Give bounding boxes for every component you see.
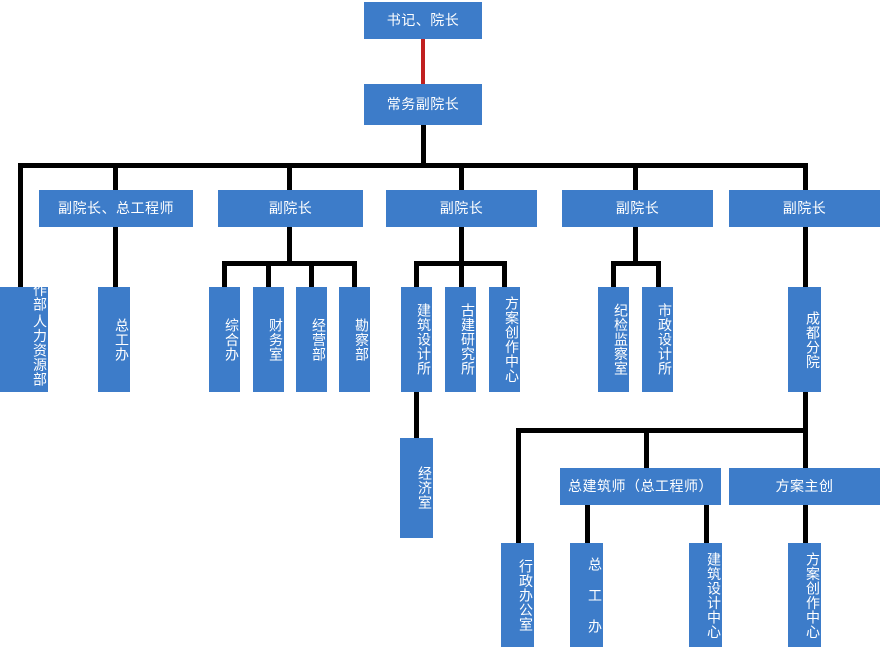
node-economics-office[interactable]: 经济室: [400, 438, 433, 538]
connector-vp4-stem: [633, 227, 638, 263]
node-vp-2[interactable]: 副院长: [218, 190, 363, 227]
node-chengdu-branch[interactable]: 成都分院: [788, 287, 821, 392]
node-vp-4[interactable]: 副院长: [562, 190, 713, 227]
node-architectural-design-institute[interactable]: 建筑设计所: [401, 287, 432, 392]
connector-scheme-lead-drop: [803, 505, 808, 543]
node-finance-office[interactable]: 财务室: [253, 287, 284, 392]
node-operations-dept[interactable]: 经营部: [296, 287, 327, 392]
node-party-work-dept-label: 党群工作部: [32, 239, 48, 312]
connector-vp3-drop-2: [459, 261, 464, 287]
node-discipline-inspection-office[interactable]: 纪检监察室: [598, 287, 629, 392]
connector-bus-drop-vp3: [459, 163, 464, 191]
node-scheme-creation-center[interactable]: 方案创作中心: [489, 287, 520, 392]
connector-vp2-drop-3: [309, 261, 314, 287]
connector-bus-drop-vp5: [803, 163, 808, 191]
connector-bus-drop-vp1: [113, 163, 118, 191]
node-hr-dept-label: 人力资源部: [32, 313, 48, 387]
connector-vp4-drop-2: [656, 261, 661, 287]
node-scheme-lead[interactable]: 方案主创: [729, 468, 880, 505]
node-chief-architect[interactable]: 总建筑师（总工程师）: [560, 468, 721, 505]
connector-vp5-stem: [803, 227, 808, 287]
connector-bus-drop-vp2: [287, 163, 292, 191]
connector-vp2-drop-1: [222, 261, 227, 287]
node-ancient-architecture-institute[interactable]: 古建研究所: [445, 287, 476, 392]
connector-adi-to-economics: [414, 392, 419, 438]
connector-vp3-stem: [459, 227, 464, 263]
node-hr-and-party-work[interactable]: 人力资源部 党群工作部: [0, 239, 48, 392]
connector-exec-vp-stem: [421, 125, 426, 166]
node-general-office[interactable]: 综合办: [209, 287, 240, 392]
connector-vp2-stem: [287, 227, 292, 263]
connector-bus-left-drop-hr: [18, 163, 23, 287]
node-vp-chief-engineer[interactable]: 副院长、总工程师: [39, 190, 193, 227]
connector-vp4-bus: [611, 261, 661, 266]
connector-vp2-bus: [222, 261, 357, 266]
connector-vp1-stem: [113, 227, 118, 287]
node-vp-3[interactable]: 副院长: [386, 190, 537, 227]
node-chief-engineer-office[interactable]: 总工办: [98, 287, 130, 392]
connector-vp3-drop-1: [414, 261, 419, 287]
node-architectural-design-center[interactable]: 建筑设计中心: [689, 543, 722, 647]
node-branch-chief-engineer-office[interactable]: 总 工 办: [570, 543, 603, 647]
connector-president-to-exec-vp: [421, 38, 425, 84]
connector-vp2-drop-4: [352, 261, 357, 287]
connector-chengdu-stem: [803, 392, 808, 432]
connector-vp3-drop-3: [502, 261, 507, 287]
node-executive-vice-president[interactable]: 常务副院长: [364, 84, 482, 125]
connector-chengdu-bus: [516, 428, 808, 433]
connector-bus-drop-vp4: [633, 163, 638, 191]
node-secretary-president[interactable]: 书记、院长: [364, 2, 482, 39]
connector-chengdu-drop-scheme-lead: [803, 428, 808, 468]
node-branch-scheme-creation-center[interactable]: 方案创作中心: [788, 543, 821, 647]
connector-chief-architect-drop-2: [704, 505, 709, 543]
connector-chief-architect-drop-1: [585, 505, 590, 543]
connector-vp4-drop-1: [611, 261, 616, 287]
node-admin-office[interactable]: 行政办公室: [501, 543, 534, 647]
node-vp-5[interactable]: 副院长: [729, 190, 880, 227]
connector-chengdu-drop-admin: [516, 428, 521, 543]
connector-vp2-drop-2: [266, 261, 271, 287]
node-municipal-design-institute[interactable]: 市政设计所: [642, 287, 673, 392]
connector-main-bus: [18, 163, 808, 168]
connector-chengdu-drop-chief-architect: [644, 428, 649, 468]
node-survey-dept[interactable]: 勘察部: [339, 287, 370, 392]
